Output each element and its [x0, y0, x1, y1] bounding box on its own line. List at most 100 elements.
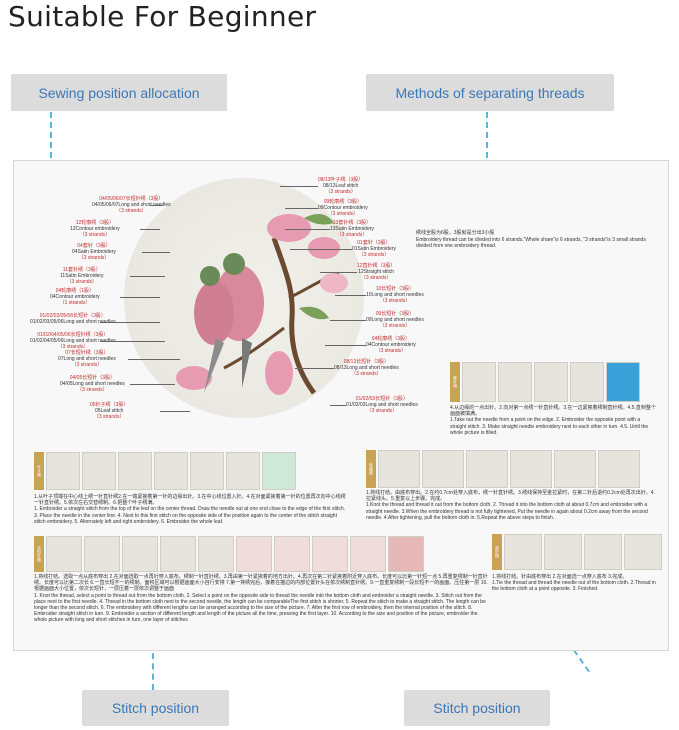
stitch-label-strands: （3 strands） [79, 232, 111, 238]
tag-satin: 套针绣 [450, 362, 460, 402]
stitch-label-name: 12Straight stitch [358, 269, 395, 275]
step-tile [554, 450, 596, 488]
callout-separating-threads: Methods of separating threads [366, 74, 614, 111]
stitch-label-strands: （3 strands） [71, 362, 103, 368]
leader-line [335, 295, 366, 296]
step-tile [388, 536, 424, 572]
straight-instructions-cn: 1.将线打结。针由底布穿出 2.在对面选一点穿入底布 3.完成。 [492, 574, 628, 580]
tag-long-short: 长短针绣 [34, 536, 44, 572]
step-tile [510, 450, 552, 488]
stitch-label-name: 08/13Leaf stitch [322, 183, 359, 189]
stitch-label: 09轮廓绣（3股）09Contour embroidery（3 strands） [318, 199, 368, 217]
stitch-label-code: 10长短针（3股） [375, 286, 415, 292]
stitch-label: 12直针绣（3股）12Straight stitch（3 strands） [357, 263, 395, 281]
step-tile [498, 362, 532, 402]
leader-line [142, 252, 170, 253]
stitch-label-code: 11套针绣（3股） [62, 267, 101, 273]
stitch-label: 09长短针（3股）09Long and short needles（3 stra… [366, 311, 424, 329]
leader-line [285, 208, 318, 209]
bird-pattern-illustration [176, 214, 348, 395]
stitch-label-strands: （3 strands） [360, 275, 392, 281]
stitch-label-name: 11Satin Embroidery [60, 273, 104, 279]
leader-line [128, 359, 180, 360]
step-tile [462, 362, 496, 402]
stitch-label-name: 04Contour embroidery [366, 342, 416, 348]
satin-instructions: 4.从边缘的一点出针。2.向对第一点绣一针直针绣。3.在一边紧挨着绣制直针绣。4… [450, 405, 656, 436]
step-tile [46, 452, 80, 490]
stitch-label-strands: （3 strands） [375, 348, 407, 354]
leader-line [150, 205, 162, 206]
leader-line [160, 411, 190, 412]
stitch-label-name: 07Long and short needles [58, 356, 116, 362]
long-short-instructions-cn: 1.将线打结。选取一点从底布穿出 2.在对面选取一点再针穿入底布。绣制一针直针绣… [34, 574, 488, 593]
stitch-label: 04轮廓绣（3股）04Contour embroidery（3 strands） [366, 336, 416, 354]
leader-line [290, 249, 352, 250]
stitch-label-strands: （3 strands） [78, 255, 110, 261]
stitch-label-code: 08/13叶子绣（3股） [318, 177, 364, 183]
leader-line [280, 186, 318, 187]
stitch-label: 10长短针（3股）10Long and short needles（3 stra… [366, 286, 424, 304]
long-short-instructions: 1.将线打结。选取一点从底布穿出 2.在对面选取一点再针穿入底布。绣制一针直针绣… [34, 574, 490, 624]
step-tile [350, 536, 386, 572]
step-tile [262, 452, 296, 490]
stitch-label-name: 04Contour embroidery [50, 294, 100, 300]
stitch-label-name: 01Satin Embroidery [352, 246, 396, 252]
leaf-stitch-steps: 叶子绣 [34, 452, 296, 490]
tag-contour: 轮廓绣 [366, 450, 376, 488]
leader-line [285, 229, 330, 230]
stitch-label-strands: （3 strands） [379, 323, 411, 329]
stitch-label-name: 05Leaf stitch [94, 408, 124, 414]
stitch-label-code: 04轮廓绣（1股） [55, 288, 95, 294]
long-short-instructions-en: 1. Knot the thread, select a point to th… [34, 592, 486, 624]
leaf-instructions-en: 1. Embroider a straight stitch from the … [34, 506, 346, 525]
leader-line [320, 272, 357, 273]
step-tile [598, 450, 640, 488]
leaf-instructions-cn: 1.从叶子顶端在中心线上绣一针直针绣2.在一端紧挨着第一针的边缘出针。3.在中心… [34, 494, 346, 507]
leader-line [295, 368, 334, 369]
leader-line [130, 276, 165, 277]
stitch-label: 12轮廓绣（3股）12Contour embroidery（3 strands） [70, 220, 120, 238]
step-tile [570, 362, 604, 402]
stitch-label-strands: （3 strands） [327, 211, 359, 217]
stitch-label-code: 05针子绣（3股） [90, 402, 129, 408]
step-tile [84, 536, 120, 572]
tag-leaf: 叶子绣 [34, 452, 44, 490]
step-tile [160, 536, 196, 572]
step-tile [378, 450, 420, 488]
stitch-label: 07长短针绣（3股）07Long and short needles（3 str… [58, 350, 116, 368]
step-tile [312, 536, 348, 572]
step-tile [190, 452, 224, 490]
step-tile [504, 534, 542, 570]
stitch-label-code: 04套针（3股） [77, 243, 111, 249]
stitch-label-strands: （1 strands） [59, 300, 91, 306]
stitch-label-name: 01/02/04/05/06Long and short needles [30, 338, 116, 344]
stitch-label-strands: （3 strands） [336, 232, 368, 238]
step-tile [198, 536, 234, 572]
stitch-label: 08/13长短针（3股）08/13Long and short needles（… [334, 359, 399, 377]
thread-note-cn: 绣线全股为6股，3股就是分出3小股 [416, 230, 495, 236]
stitch-label: 04/05长短针（3股）04/05Long and short needles（… [60, 375, 125, 393]
stitch-label-strands: （3 strands） [57, 344, 89, 350]
stitch-label-code: 01/02/03/05/06长短针（3股） [39, 313, 106, 319]
dash-connector [50, 112, 52, 168]
stitch-label-code: 04轮廓绣（3股） [371, 336, 411, 342]
stitch-label-name: 12Contour embroidery [70, 226, 120, 232]
straight-instructions-en: 1.Tie the thread and thread the needle o… [492, 580, 656, 593]
leader-line [330, 320, 366, 321]
dash-connector [152, 612, 154, 690]
leader-line [140, 229, 160, 230]
straight-stitch-steps: 直针绣 [492, 534, 662, 570]
stitch-label: 11套针绣（3股）11Satin Embroidery（3 strands） [60, 267, 104, 285]
stitch-label-name: 08/13Long and short needles [334, 365, 399, 371]
step-tile [624, 534, 662, 570]
stitch-label: 01套针（3股）01Satin Embroidery（3 strands） [352, 240, 396, 258]
step-tile [46, 536, 82, 572]
stitch-label-code: 09长短针（3股） [375, 311, 415, 317]
step-tile [466, 450, 508, 488]
stitch-label-name: 10Long and short needles [366, 292, 424, 298]
long-short-stitch-steps: 长短针绣 [34, 536, 424, 572]
stitch-label-strands: （3 strands） [379, 298, 411, 304]
leader-line [120, 297, 160, 298]
step-tile [422, 450, 464, 488]
stitch-label: 01/02/04/05/06长短针绣（3股）01/02/04/05/06Long… [30, 332, 116, 350]
